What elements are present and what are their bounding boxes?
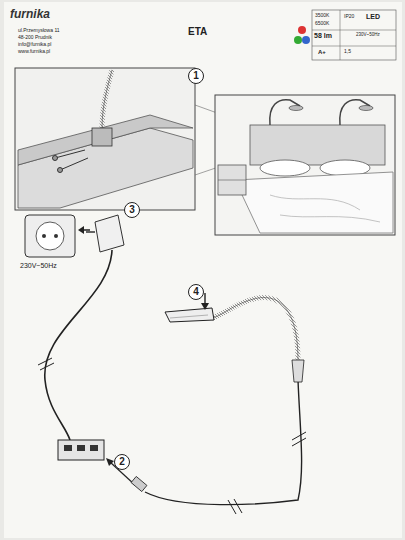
spec-text: LED [366, 13, 380, 21]
callout-number: 1 [193, 71, 199, 81]
spec-text: 1,5 [344, 49, 351, 55]
callout-number: 2 [119, 457, 125, 467]
spec-text: A+ [318, 49, 326, 56]
spec-text: 3500K [315, 13, 329, 19]
callout-number: 4 [193, 287, 199, 297]
callout-circle: 3 [124, 202, 140, 218]
spec-text: IP20 [344, 14, 354, 20]
spec-text: www.furnika.pl [18, 49, 50, 55]
spec-text: info@furnika.pl [18, 42, 51, 48]
callout-circle: 4 [188, 284, 204, 300]
spec-text: 48-200 Prudnik [18, 35, 52, 41]
sheet-title: ETA [188, 26, 207, 37]
spec-text: 58 lm [314, 32, 332, 40]
callout-circle: 2 [114, 454, 130, 470]
spec-text: 230V~50Hz [20, 262, 57, 270]
brand-logo: furnika [10, 8, 50, 21]
callout-number: 3 [129, 205, 135, 215]
spec-text: ul.Przemysłowa 11 [18, 28, 60, 34]
callout-circle: 1 [188, 68, 204, 84]
spec-text: 230V~50Hz [356, 33, 380, 38]
spec-text: 6500K [315, 21, 329, 27]
